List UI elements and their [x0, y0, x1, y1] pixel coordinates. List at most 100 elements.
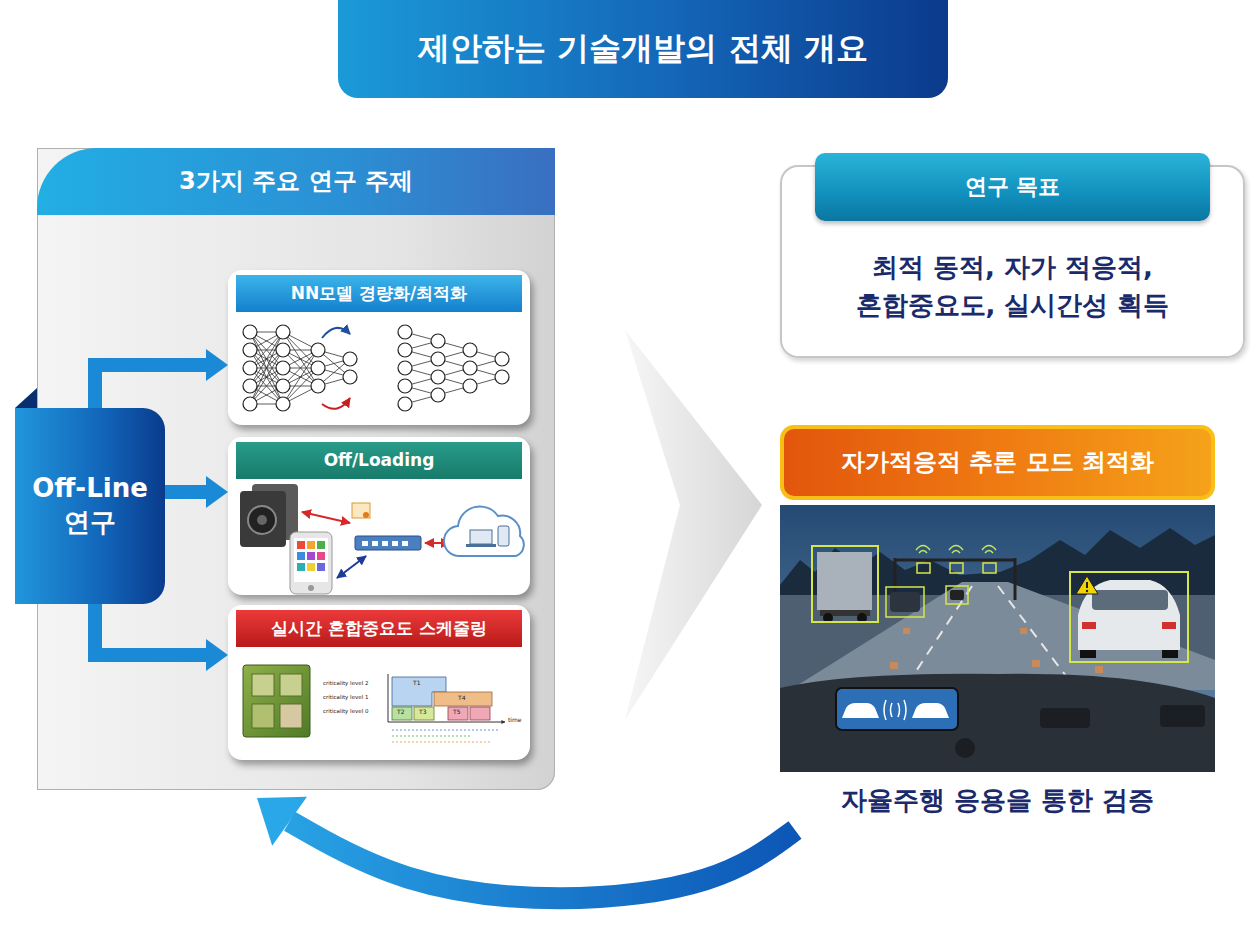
offloading-icon-part — [257, 515, 267, 525]
chart-label: T2 — [397, 709, 404, 715]
neural-network-icon-part — [283, 350, 318, 386]
neural-network-icon-part — [283, 350, 318, 368]
neural-network-icon-part — [250, 368, 283, 386]
driving-scene-part — [1020, 628, 1027, 634]
neural-network-icon-part — [283, 350, 318, 351]
neural-network-icon-part — [463, 379, 477, 393]
offloading-icon-part — [317, 563, 325, 571]
driving-scene-part — [780, 505, 1215, 772]
driving-scene-part — [905, 586, 972, 688]
driving-scene-part — [950, 563, 963, 573]
connector — [257, 797, 795, 899]
driving-scene-part — [1076, 576, 1098, 594]
driving-scene-part — [884, 700, 906, 720]
neural-network-icon-part — [343, 352, 357, 366]
scheduling-chart-part — [434, 692, 492, 706]
scheduling-chart-part — [414, 707, 434, 720]
neural-network-icon-part — [463, 343, 477, 357]
neural-network-icon-part — [276, 379, 290, 393]
neural-network-icon-part — [318, 377, 350, 386]
neural-network-icon-part — [431, 334, 445, 348]
neural-network-icon-part — [276, 325, 290, 339]
neural-network-icon-part — [405, 350, 438, 359]
card-heading: Off/Loading — [236, 442, 522, 479]
scheduling-chart-part — [388, 722, 505, 723]
chart-label: criticality level 2 — [323, 681, 368, 687]
neural-network-icon-part — [250, 332, 283, 350]
driving-scene-part — [817, 552, 872, 610]
offloading-icon-part — [302, 512, 350, 523]
driving-scene-part — [946, 586, 968, 604]
branch-arrow — [95, 604, 206, 655]
neural-network-icon-part — [243, 379, 257, 393]
offline-label: Off-Line 연구 — [25, 472, 155, 540]
panel-heading: 3가지 주요 연구 주제 — [37, 148, 555, 215]
neural-network-icon-part — [398, 343, 412, 357]
offloading-icon-part — [444, 506, 524, 556]
driving-scene-part — [836, 688, 958, 730]
offloading-icon-part — [252, 484, 298, 540]
neural-network-icon-part — [243, 361, 257, 375]
scheduling-chart-part — [392, 707, 412, 720]
scheduling-chart-part — [470, 707, 490, 720]
driving-scene-part — [1160, 705, 1205, 727]
driving-scene-part — [949, 546, 963, 554]
driving-scene-part — [812, 546, 878, 622]
neural-network-icon-part — [250, 404, 283, 405]
neural-network-icon-part — [243, 397, 257, 411]
feedback-arrowhead — [257, 797, 307, 846]
driving-scene-part — [903, 628, 910, 634]
neural-network-icon-part — [250, 350, 283, 368]
connector — [95, 365, 206, 408]
neural-network-icon-part — [283, 332, 318, 350]
neural-network-icon-part — [250, 332, 283, 333]
offloading-icon-part — [240, 491, 286, 547]
card-heading: NN모델 경량화/최적화 — [236, 275, 522, 312]
neural-network-icon-part — [405, 377, 438, 386]
chart-label: time — [508, 717, 522, 723]
neural-network-icon-part — [438, 350, 470, 359]
offloading-icon-part — [362, 541, 368, 546]
neural-network-icon-part — [250, 332, 283, 368]
offloading-icon-part — [392, 541, 398, 546]
neural-network-icon-part — [243, 343, 257, 357]
neural-network-icon-part — [405, 386, 438, 395]
scheduling-chart — [243, 665, 505, 742]
offloading-icon-part — [248, 506, 276, 534]
neural-network-icon-part — [250, 386, 283, 387]
scheduling-chart-part — [392, 677, 446, 706]
offloading-icon-part — [382, 541, 388, 546]
neural-network-icon-part — [343, 370, 357, 384]
neural-network-icon-part — [250, 368, 283, 404]
driving-scene-part — [982, 546, 996, 554]
neural-network-icon-part — [250, 350, 283, 404]
offloading-icon-part — [317, 541, 325, 549]
driving-scene — [780, 505, 1215, 772]
driving-scene-part — [1162, 650, 1178, 658]
scheduling-chart-part — [252, 704, 274, 728]
scheduling-chart-part — [392, 736, 470, 737]
neural-network-icon-part — [250, 332, 283, 404]
neural-network-icon-part — [318, 368, 350, 377]
neural-network-icon-part — [250, 368, 283, 369]
neural-network-icon-part — [470, 368, 502, 377]
offloading-icon-part — [355, 536, 421, 550]
offloading-icon-part — [425, 542, 450, 544]
diagram-title: 제안하는 기술개발의 전체 개요 — [418, 27, 867, 71]
driving-scene-part — [1014, 558, 1017, 600]
offloading-icon-part — [498, 526, 509, 546]
neural-network-icon-part — [283, 386, 318, 404]
neural-network-icon-part — [250, 332, 283, 368]
neural-network-icon-part — [398, 325, 412, 339]
driving-scene-part — [1082, 622, 1096, 629]
neural-network-icon-part — [250, 350, 283, 404]
driving-scene-part — [895, 559, 1015, 562]
neural-network-icon-part — [283, 368, 318, 369]
neural-network-icon-part — [405, 395, 438, 404]
neural-network-icon-part — [318, 350, 350, 359]
neural-network-icon-part — [250, 332, 283, 350]
offloading-icon-part — [297, 541, 305, 549]
connector — [165, 492, 206, 493]
prune-arrow — [322, 328, 350, 338]
neural-network-icon-part — [283, 386, 318, 387]
